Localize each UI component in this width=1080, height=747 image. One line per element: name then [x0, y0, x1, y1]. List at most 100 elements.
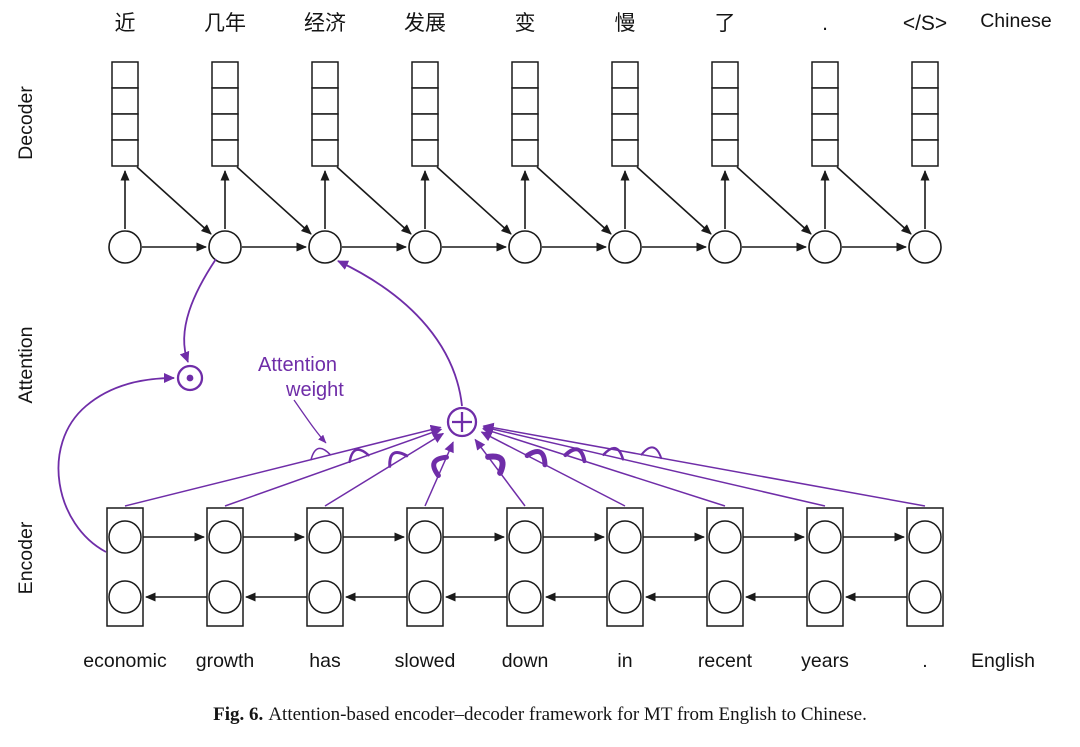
english-token: years — [801, 650, 849, 672]
decoder-output-box — [511, 61, 539, 89]
decoder-output-box — [411, 61, 439, 89]
decoder-output-box — [511, 87, 539, 115]
english-token: growth — [196, 650, 255, 672]
decoder-output-box — [811, 87, 839, 115]
encoder-backward-circle — [208, 580, 242, 614]
decoder-output-box — [711, 139, 739, 167]
attention-weight-arc — [602, 446, 625, 461]
attention-line — [124, 424, 442, 507]
decoder-state-circle — [908, 230, 942, 264]
figure-caption-label: Fig. 6. — [213, 704, 264, 725]
decoder-section-label: Decoder — [15, 86, 37, 160]
attention-weight-label-line1: Attention — [258, 354, 337, 376]
encoder-backward-circle — [808, 580, 842, 614]
attention-section-label: Attention — [15, 327, 37, 404]
english-token: economic — [83, 650, 167, 672]
chinese-token: </S> — [903, 12, 947, 35]
decoder-output-box — [311, 87, 339, 115]
chinese-language-label: Chinese — [980, 10, 1052, 32]
figure-caption-text: Attention-based encoder–decoder framewor… — [268, 704, 867, 725]
decoder-output-box — [611, 87, 639, 115]
chinese-token: 近 — [115, 12, 136, 35]
decoder-feedback-arrow — [436, 166, 512, 235]
english-token: down — [502, 650, 549, 672]
decoder-feedback-arrow — [736, 166, 812, 235]
dot-product-dot — [186, 374, 194, 382]
decoder-state-circle — [308, 230, 342, 264]
decoder-feedback-arrow — [836, 166, 912, 235]
dot-product-icon — [176, 364, 204, 392]
decoder-output-box — [811, 113, 839, 141]
decoder-output-box — [911, 87, 939, 115]
decoder-output-box — [411, 87, 439, 115]
english-token: recent — [698, 650, 753, 672]
decoder-output-box — [211, 139, 239, 167]
decoder-state-circle — [808, 230, 842, 264]
decoder-output-box — [711, 87, 739, 115]
static-labels: Chinese English Decoder Attention Encode… — [15, 10, 1052, 672]
chinese-token: 了 — [715, 12, 736, 35]
decoder-state-circle — [608, 230, 642, 264]
decoder-output-box — [911, 113, 939, 141]
attention-flow-layer — [57, 258, 478, 553]
attention-weight-arc — [310, 447, 332, 461]
decoder-feedback-arrow — [136, 166, 212, 235]
decoder-output-box — [311, 61, 339, 89]
decoder-state-to-dot-arrow — [179, 258, 217, 363]
encoder-state-to-dot-arrow — [57, 373, 175, 553]
chinese-token: 经济 — [304, 12, 346, 35]
encoder-forward-circle — [808, 520, 842, 554]
encoder-forward-circle — [408, 520, 442, 554]
attention-weight-arc — [348, 448, 370, 464]
attention-line — [324, 432, 445, 507]
encoder-backward-circle — [308, 580, 342, 614]
encoder-forward-circle — [308, 520, 342, 554]
encoder-backward-circle — [708, 580, 742, 614]
encoder-decoder-diagram: 近 economic 几年 growth 经济 has 发展 slowed 变 down 慢 in 了 r… — [15, 10, 1052, 672]
chinese-token: . — [822, 12, 828, 35]
attention-weight-label-line2: weight — [285, 379, 344, 401]
decoder-feedback-arrow — [236, 166, 312, 235]
chinese-token: 慢 — [615, 12, 636, 35]
decoder-output-box — [111, 61, 139, 89]
encoder-backward-circle — [108, 580, 142, 614]
encoder-forward-circle — [908, 520, 942, 554]
encoder-backward-circle — [608, 580, 642, 614]
network-structure-layer — [106, 61, 944, 627]
decoder-output-box — [911, 61, 939, 89]
decoder-state-circle — [508, 230, 542, 264]
attention-line — [480, 431, 626, 507]
english-token: slowed — [395, 650, 456, 672]
decoder-output-box — [611, 113, 639, 141]
english-language-label: English — [971, 650, 1035, 672]
attention-weight-arc — [388, 451, 409, 468]
english-token: in — [617, 650, 632, 672]
attention-weight-arc — [431, 454, 449, 479]
chinese-token: 变 — [515, 12, 536, 35]
attention-line — [482, 422, 926, 507]
attention-weight-pointer — [293, 399, 327, 444]
encoder-forward-circle — [108, 520, 142, 554]
decoder-feedback-arrow — [336, 166, 412, 235]
chinese-token: 发展 — [404, 12, 446, 35]
token-labels-layer: 近 economic 几年 growth 经济 has 发展 slowed 变 down 慢 in 了 r… — [83, 12, 947, 672]
decoder-output-box — [711, 61, 739, 89]
decoder-output-box — [911, 139, 939, 167]
encoder-backward-circle — [908, 580, 942, 614]
decoder-output-box — [111, 113, 139, 141]
attention-line — [482, 424, 826, 507]
english-token: has — [309, 650, 341, 672]
decoder-output-box — [811, 61, 839, 89]
attention-weight-arc — [485, 453, 506, 476]
sum-icon — [446, 406, 478, 438]
decoder-output-box — [411, 113, 439, 141]
decoder-state-circle — [108, 230, 142, 264]
chinese-token: 几年 — [204, 12, 246, 35]
context-to-decoder-arrow — [337, 260, 463, 407]
decoder-output-box — [111, 87, 139, 115]
decoder-output-box — [211, 113, 239, 141]
attention-lines-layer — [124, 422, 926, 507]
decoder-state-circle — [208, 230, 242, 264]
attention-weight-arc — [524, 449, 548, 468]
